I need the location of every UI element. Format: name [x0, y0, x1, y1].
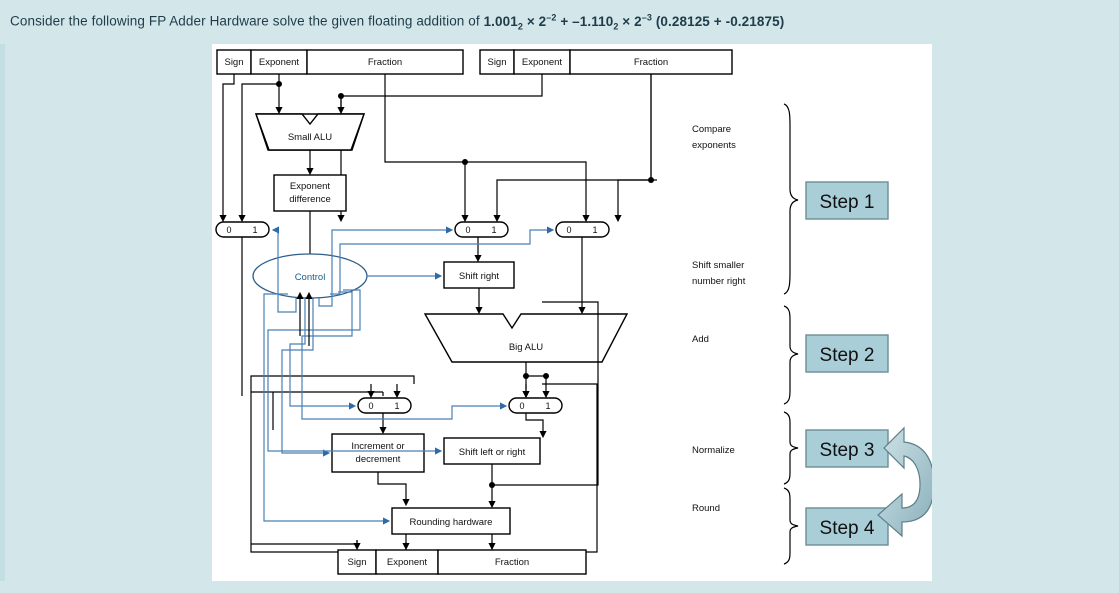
phase-round-line1: Round — [692, 503, 720, 514]
prompt-expr-1: 1.001 — [483, 13, 518, 29]
prompt-mid-2: × 2 — [618, 13, 642, 29]
step-2-box[interactable]: Step 2 — [805, 334, 889, 373]
big-alu-label: Big ALU — [509, 342, 543, 353]
prompt-text: Consider the following FP Adder Hardware… — [10, 12, 784, 31]
left-accent-strip — [0, 44, 5, 581]
mux-exponent: 0 1 — [215, 221, 270, 384]
increment-decrement-line2: decrement — [356, 454, 401, 465]
small-alu: Small ALU — [255, 113, 365, 176]
right-reg-exponent-label: Exponent — [522, 57, 563, 68]
mux-exponent-0: 0 — [226, 225, 231, 235]
increment-decrement-box: Increment or decrement — [331, 433, 425, 507]
output-register: Sign Exponent Fraction — [251, 540, 587, 575]
mux-exponent-out: 0 1 — [357, 384, 412, 435]
left-reg-sign-label: Sign — [224, 57, 243, 68]
prompt-mid-1: × 2 — [522, 13, 547, 29]
prompt-decimal: (0.28125 + -0.21875) — [651, 13, 785, 29]
mux-fraction-out-1: 1 — [545, 401, 550, 411]
big-alu: Big ALU — [423, 313, 629, 399]
prompt-bar: Consider the following FP Adder Hardware… — [0, 0, 1119, 44]
phase-shift-line1: Shift smaller — [692, 260, 744, 271]
mux-fraction-a-0: 0 — [465, 225, 470, 235]
rounding-hardware-label: Rounding hardware — [410, 517, 493, 528]
shift-left-or-right-box: Shift left or right — [443, 301, 599, 509]
mux-fraction-out-0: 0 — [519, 401, 524, 411]
mux-fraction-a: 0 1 — [454, 221, 509, 263]
phase-add-line1: Add — [692, 334, 709, 345]
step-3-label: Step 3 — [820, 440, 875, 461]
step-1-box[interactable]: Step 1 — [805, 181, 889, 220]
phase-compare-line1: Compare — [692, 124, 731, 135]
mux-exponent-1: 1 — [252, 225, 257, 235]
phase-compare-line2: exponents — [692, 140, 736, 151]
mux-fraction-b: 0 1 — [555, 221, 610, 315]
step-4-label: Step 4 — [820, 518, 875, 539]
prompt-sub-1: 2 — [517, 21, 523, 32]
right-reg-sign-label: Sign — [487, 57, 506, 68]
shift-left-or-right-label: Shift left or right — [459, 447, 526, 458]
step-3-box[interactable]: Step 3 — [805, 429, 889, 468]
phase-normalize-line1: Normalize — [692, 445, 735, 456]
prompt-sup-1: –2 — [546, 12, 557, 23]
left-reg-exponent-label: Exponent — [259, 57, 300, 68]
exponent-difference-box: Exponent difference — [273, 174, 347, 265]
output-reg-exponent-label: Exponent — [387, 557, 428, 568]
phase-labels: Compare exponents Shift smaller number r… — [692, 124, 746, 514]
mux-exponent-out-0: 0 — [368, 401, 373, 411]
mux-exponent-out-1: 1 — [394, 401, 399, 411]
small-alu-label: Small ALU — [288, 132, 332, 143]
increment-decrement-line1: Increment or — [351, 441, 404, 452]
step-2-label: Step 2 — [820, 345, 875, 366]
phase-shift-line2: number right — [692, 276, 746, 287]
prompt-sup-2: –3 — [641, 12, 652, 23]
output-reg-fraction-label: Fraction — [495, 557, 529, 568]
control-label: Control — [295, 272, 326, 283]
prompt-lead: Consider the following FP Adder Hardware… — [10, 13, 484, 29]
exponent-difference-line1: Exponent — [290, 181, 331, 192]
mux-fraction-b-1: 1 — [592, 225, 597, 235]
step-4-box[interactable]: Step 4 — [805, 507, 889, 546]
mux-fraction-a-1: 1 — [491, 225, 496, 235]
shift-right-label: Shift right — [459, 271, 499, 282]
repeat-loop-arrow — [877, 426, 932, 538]
fp-adder-diagram-panel: Sign Exponent Fraction Sign Exponent Fra… — [212, 44, 932, 581]
mux-fraction-b-0: 0 — [566, 225, 571, 235]
prompt-plus: + –1.110 — [556, 13, 614, 29]
step-1-label: Step 1 — [820, 192, 875, 213]
left-reg-fraction-label: Fraction — [368, 57, 402, 68]
control-signal-wires — [263, 226, 555, 525]
input-register-left: Sign Exponent Fraction — [216, 49, 464, 75]
output-reg-sign-label: Sign — [347, 557, 366, 568]
prompt-sub-2: 2 — [613, 21, 619, 32]
mux-fraction-out: 0 1 — [508, 373, 563, 439]
input-register-right: Sign Exponent Fraction — [479, 49, 733, 75]
step-braces — [783, 103, 799, 565]
exponent-difference-line2: difference — [289, 194, 331, 205]
fp-adder-svg: Sign Exponent Fraction Sign Exponent Fra… — [215, 49, 932, 575]
right-reg-fraction-label: Fraction — [634, 57, 668, 68]
shift-right-box: Shift right — [443, 261, 515, 315]
